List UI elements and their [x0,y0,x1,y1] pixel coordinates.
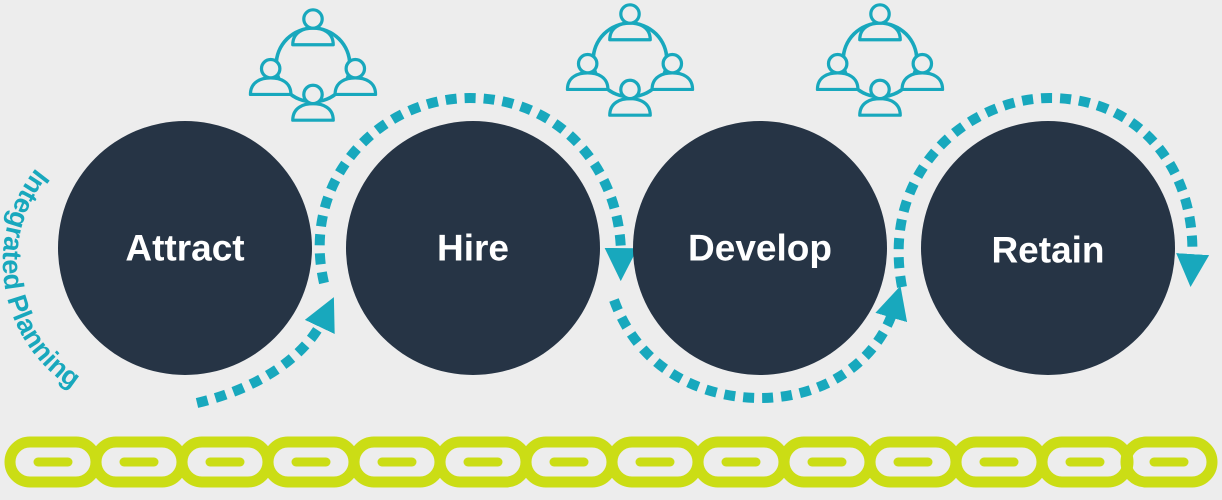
chain-link-icon [10,442,96,482]
chain-link-icon [1126,442,1212,482]
stage-circle [346,121,600,375]
connector-arcs [195,92,1210,408]
arc-hire-top [314,92,638,285]
chain-link-icon [440,442,526,482]
chain-link-icon [870,442,956,482]
stage-circle [921,121,1175,375]
chain-link-icon [182,442,268,482]
arc-attract-in [195,297,335,408]
chain-link-icon [698,442,784,482]
stage-circle [633,121,887,375]
chain-link-icon [526,442,612,482]
chain-link-icon [784,442,870,482]
stage-label: Attract [125,228,244,269]
chain-link-icon [612,442,698,482]
stage-attract: Attract [58,121,312,375]
chain-link-icon [956,442,1042,482]
chain-link-icon [96,442,182,482]
people-network-icon [815,2,945,118]
people-network-icon [565,2,695,118]
arc-develop-bottom [609,285,908,404]
stage-label: Develop [688,228,832,269]
stage-develop: Develop [633,121,887,375]
chain [10,442,1212,482]
stage-retain: Retain [921,121,1175,375]
chain-link-icon [354,442,440,482]
chain-link-icon [1042,442,1128,482]
stage-label: Hire [437,228,509,269]
chain-link-icon [268,442,354,482]
stage-hire: Hire [346,121,600,375]
stage-label: Retain [991,230,1104,271]
people-network-icon [248,7,378,123]
arc-retain-top [893,92,1210,288]
stage-circle [58,121,312,375]
